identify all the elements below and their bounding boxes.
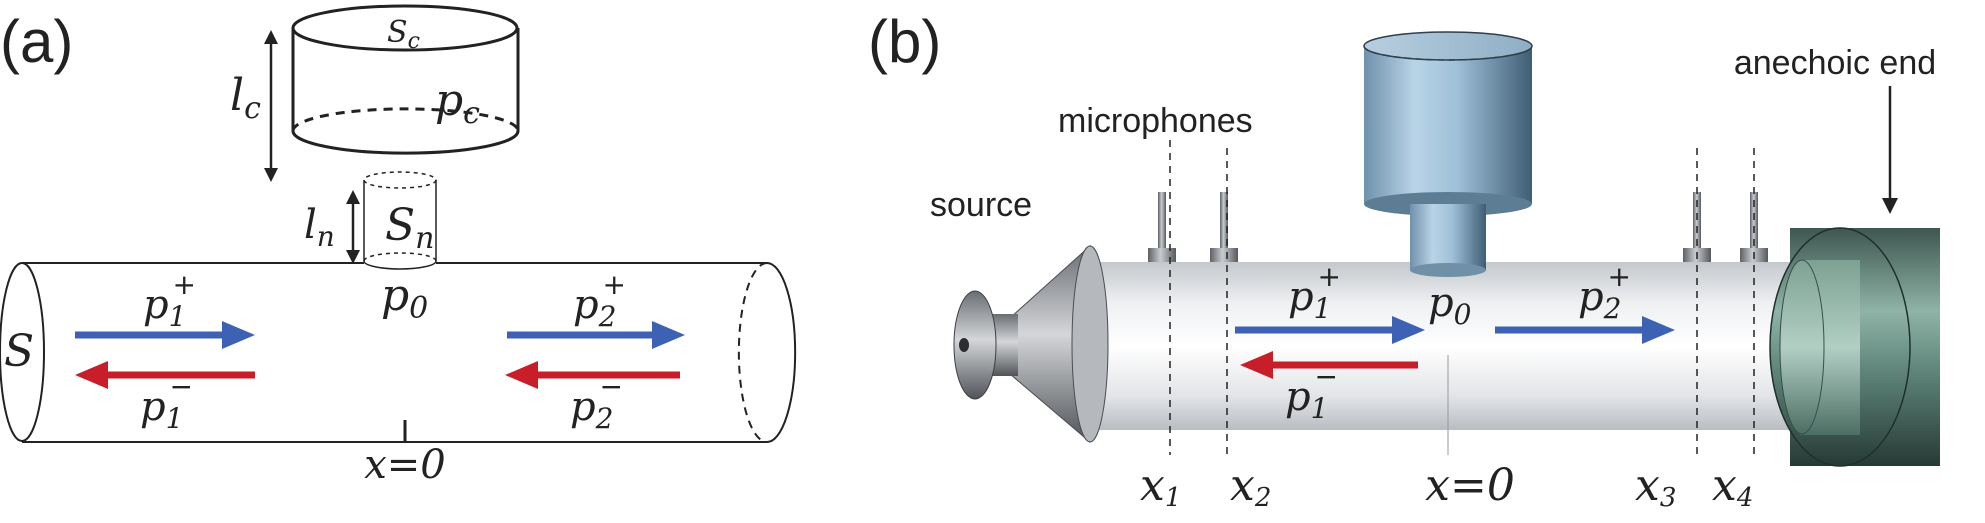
cavity-length-label: lc bbox=[230, 70, 261, 126]
cavity-pressure-label: pc bbox=[435, 75, 480, 131]
wave-arrow-p2-minus bbox=[505, 361, 680, 389]
wave-arrow-p1-minus bbox=[75, 361, 255, 389]
neck-cylinder bbox=[363, 171, 437, 270]
microphone-1 bbox=[1148, 192, 1176, 262]
panel-b: (b) source p0 bbox=[868, 8, 1940, 513]
tube-wave-arrow-p1-plus bbox=[1235, 316, 1425, 344]
wave-label-p1-minus: p1− bbox=[140, 370, 193, 435]
tube-wave-label-p1-minus: p1− bbox=[1285, 360, 1338, 425]
neck-length-label: ln bbox=[304, 202, 335, 253]
microphones-label: microphones bbox=[1058, 102, 1253, 140]
tube-wave-label-p1-plus: p1+ bbox=[1288, 260, 1341, 325]
resonator-pressure-label: p0 bbox=[1428, 280, 1471, 331]
position-label-origin: x=0 bbox=[1425, 460, 1515, 511]
cavity-cylinder bbox=[291, 4, 520, 155]
panel-a-label: (a) bbox=[0, 8, 73, 75]
tube-wave-arrow-p1-minus bbox=[1240, 351, 1418, 379]
position-label-x4: x4 bbox=[1712, 460, 1753, 513]
source-label: source bbox=[930, 186, 1032, 224]
wave-label-p2-minus: p2− bbox=[570, 370, 623, 435]
duct-area-label: S bbox=[4, 326, 34, 377]
tube-wave-arrow-p2-plus bbox=[1495, 316, 1675, 344]
measurement-lines bbox=[1169, 140, 1755, 455]
position-label-x3: x3 bbox=[1635, 460, 1676, 513]
wave-arrow-p2-plus bbox=[507, 321, 685, 349]
wave-label-p1-plus: p1+ bbox=[143, 268, 196, 333]
panel-a: (a) Sc pc lc Sn ln bbox=[0, 4, 797, 488]
panel-b-label: (b) bbox=[868, 8, 941, 75]
junction-pressure-label: p0 bbox=[381, 270, 428, 326]
resonator-neck bbox=[1410, 204, 1486, 277]
duct bbox=[0, 262, 797, 443]
position-label-x2: x2 bbox=[1230, 460, 1271, 513]
cavity-area-label: Sc bbox=[387, 15, 420, 54]
origin-position-label: x=0 bbox=[364, 442, 446, 488]
microphone-2 bbox=[1210, 192, 1238, 262]
anechoic-end-label: anechoic end bbox=[1734, 44, 1936, 82]
wave-arrow-p1-plus bbox=[75, 321, 255, 349]
neck-length-arrow bbox=[346, 190, 360, 264]
tube-wave-label-p2-plus: p2+ bbox=[1578, 260, 1631, 325]
source-loudspeaker bbox=[953, 244, 1109, 444]
cavity-length-arrow bbox=[264, 30, 278, 182]
anechoic-termination bbox=[1769, 227, 1940, 467]
neck-area-label: Sn bbox=[385, 200, 434, 256]
resonator-cavity bbox=[1363, 31, 1533, 216]
position-label-x1: x1 bbox=[1140, 460, 1181, 513]
wave-label-p2-plus: p2+ bbox=[573, 268, 626, 333]
anechoic-pointer-arrow bbox=[1882, 86, 1898, 214]
